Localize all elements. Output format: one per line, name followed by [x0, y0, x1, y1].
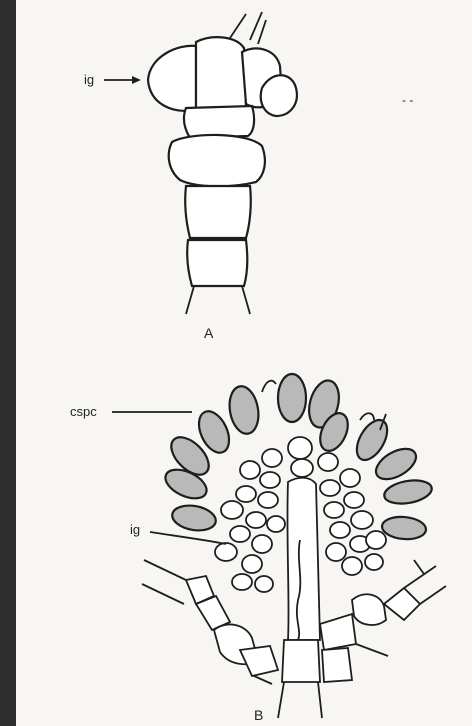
- panel-b-letter: B: [254, 707, 263, 723]
- panel-b-axis: [278, 478, 322, 718]
- panel-a-filament: [148, 12, 297, 314]
- hair-lines: [230, 12, 266, 44]
- label-cspc-text: cspc: [70, 404, 97, 419]
- label-ig-b-text: ig: [130, 522, 140, 537]
- label-ig-arrowhead: [132, 76, 141, 84]
- label-ig-a: ig: [84, 72, 141, 87]
- axial-cell-3: [185, 186, 251, 238]
- stray-marks: - -: [402, 93, 413, 107]
- axial-cell-4: [187, 240, 247, 286]
- label-ig-b-line: [150, 532, 226, 544]
- axial-cell-lower: [282, 640, 320, 682]
- filament-base: [186, 286, 250, 314]
- label-ig-text: ig: [84, 72, 94, 87]
- apical-cell-1: [148, 46, 196, 111]
- apical-cell-2: [196, 37, 246, 112]
- axis-base-lines: [278, 682, 322, 718]
- panel-a-letter: A: [204, 325, 214, 341]
- axial-cell-2: [169, 135, 265, 186]
- axial-cell-1: [184, 106, 254, 138]
- apical-cell-4: [261, 75, 297, 116]
- axial-cell-central: [287, 478, 320, 640]
- label-cspc: cspc: [70, 404, 192, 419]
